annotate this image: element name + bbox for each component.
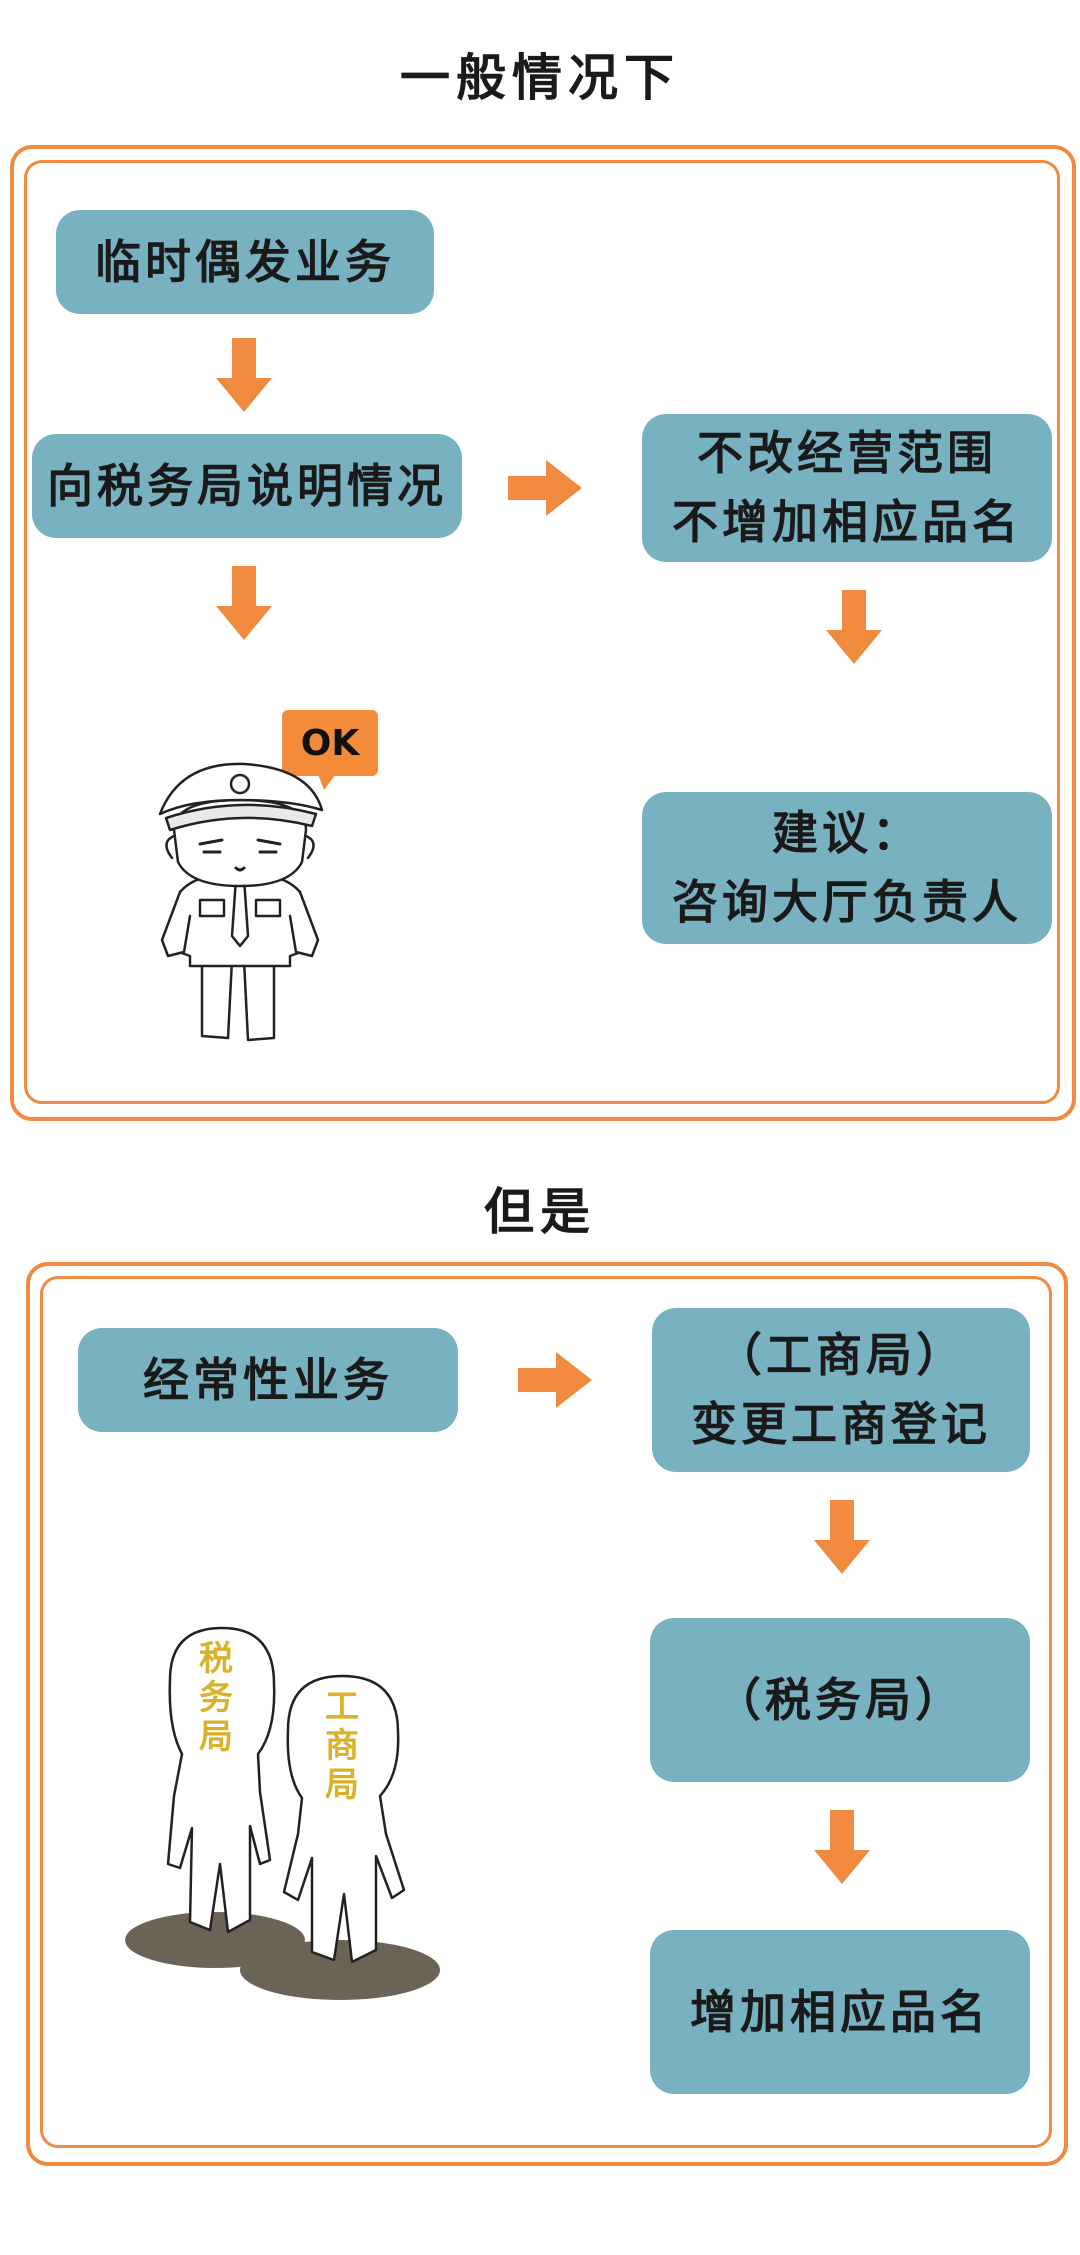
section1-frame-inner: [24, 160, 1060, 1104]
occasional-business-box: 临时偶发业务: [56, 210, 434, 314]
arrow-down-icon: [216, 338, 272, 412]
explain-to-tax-bureau-box: 向税务局说明情况: [32, 434, 462, 538]
speech-bubble-tail-icon: [318, 774, 336, 790]
regular-business-label: 经常性业务: [143, 1352, 393, 1407]
tax-officer-cartoon-icon: [158, 762, 324, 1042]
ok-speech-bubble: OK: [282, 710, 378, 776]
arrow-down-icon: [814, 1810, 870, 1884]
industry-bureau-box: （工商局） 变更工商登记: [652, 1308, 1030, 1472]
occasional-business-label: 临时偶发业务: [95, 234, 395, 289]
industry-bureau-line2: 变更工商登记: [691, 1397, 991, 1451]
tax-bureau-box: （税务局）: [650, 1618, 1030, 1782]
section2-frame-inner: [40, 1276, 1052, 2148]
industry-bureau-line1: （工商局）: [716, 1328, 966, 1382]
suggestion-line2: 咨询大厅负责人: [672, 875, 1022, 929]
arrow-down-icon: [216, 566, 272, 640]
no-change-scope-line1: 不改经营范围: [697, 426, 997, 480]
suggestion-box: 建议： 咨询大厅负责人: [642, 792, 1052, 944]
section2-frame-outer: [26, 1262, 1068, 2166]
tax-bureau-figure-label: 税务局: [199, 1639, 233, 1758]
add-product-name-box: 增加相应品名: [650, 1930, 1030, 2094]
section2-heading: 但是: [484, 1183, 596, 1241]
arrow-right-icon: [518, 1352, 592, 1408]
regular-business-box: 经常性业务: [78, 1328, 458, 1432]
arrow-down-icon: [826, 590, 882, 664]
no-change-scope-box: 不改经营范围 不增加相应品名: [642, 414, 1052, 562]
explain-to-tax-bureau-label: 向税务局说明情况: [47, 458, 447, 513]
tax-bureau-label: （税务局）: [715, 1672, 965, 1727]
two-bureau-figures-icon: [125, 1626, 440, 2000]
arrow-down-icon: [814, 1500, 870, 1574]
industry-bureau-figure-label: 工商局: [325, 1687, 359, 1806]
section1-heading: 一般情况下: [400, 49, 680, 107]
ok-speech-label: OK: [300, 722, 360, 764]
add-product-name-label: 增加相应品名: [690, 1984, 990, 2039]
suggestion-line1: 建议：: [772, 806, 922, 860]
arrow-right-icon: [508, 460, 582, 516]
section1-frame-outer: [10, 145, 1076, 1121]
no-change-scope-line2: 不增加相应品名: [672, 495, 1022, 549]
